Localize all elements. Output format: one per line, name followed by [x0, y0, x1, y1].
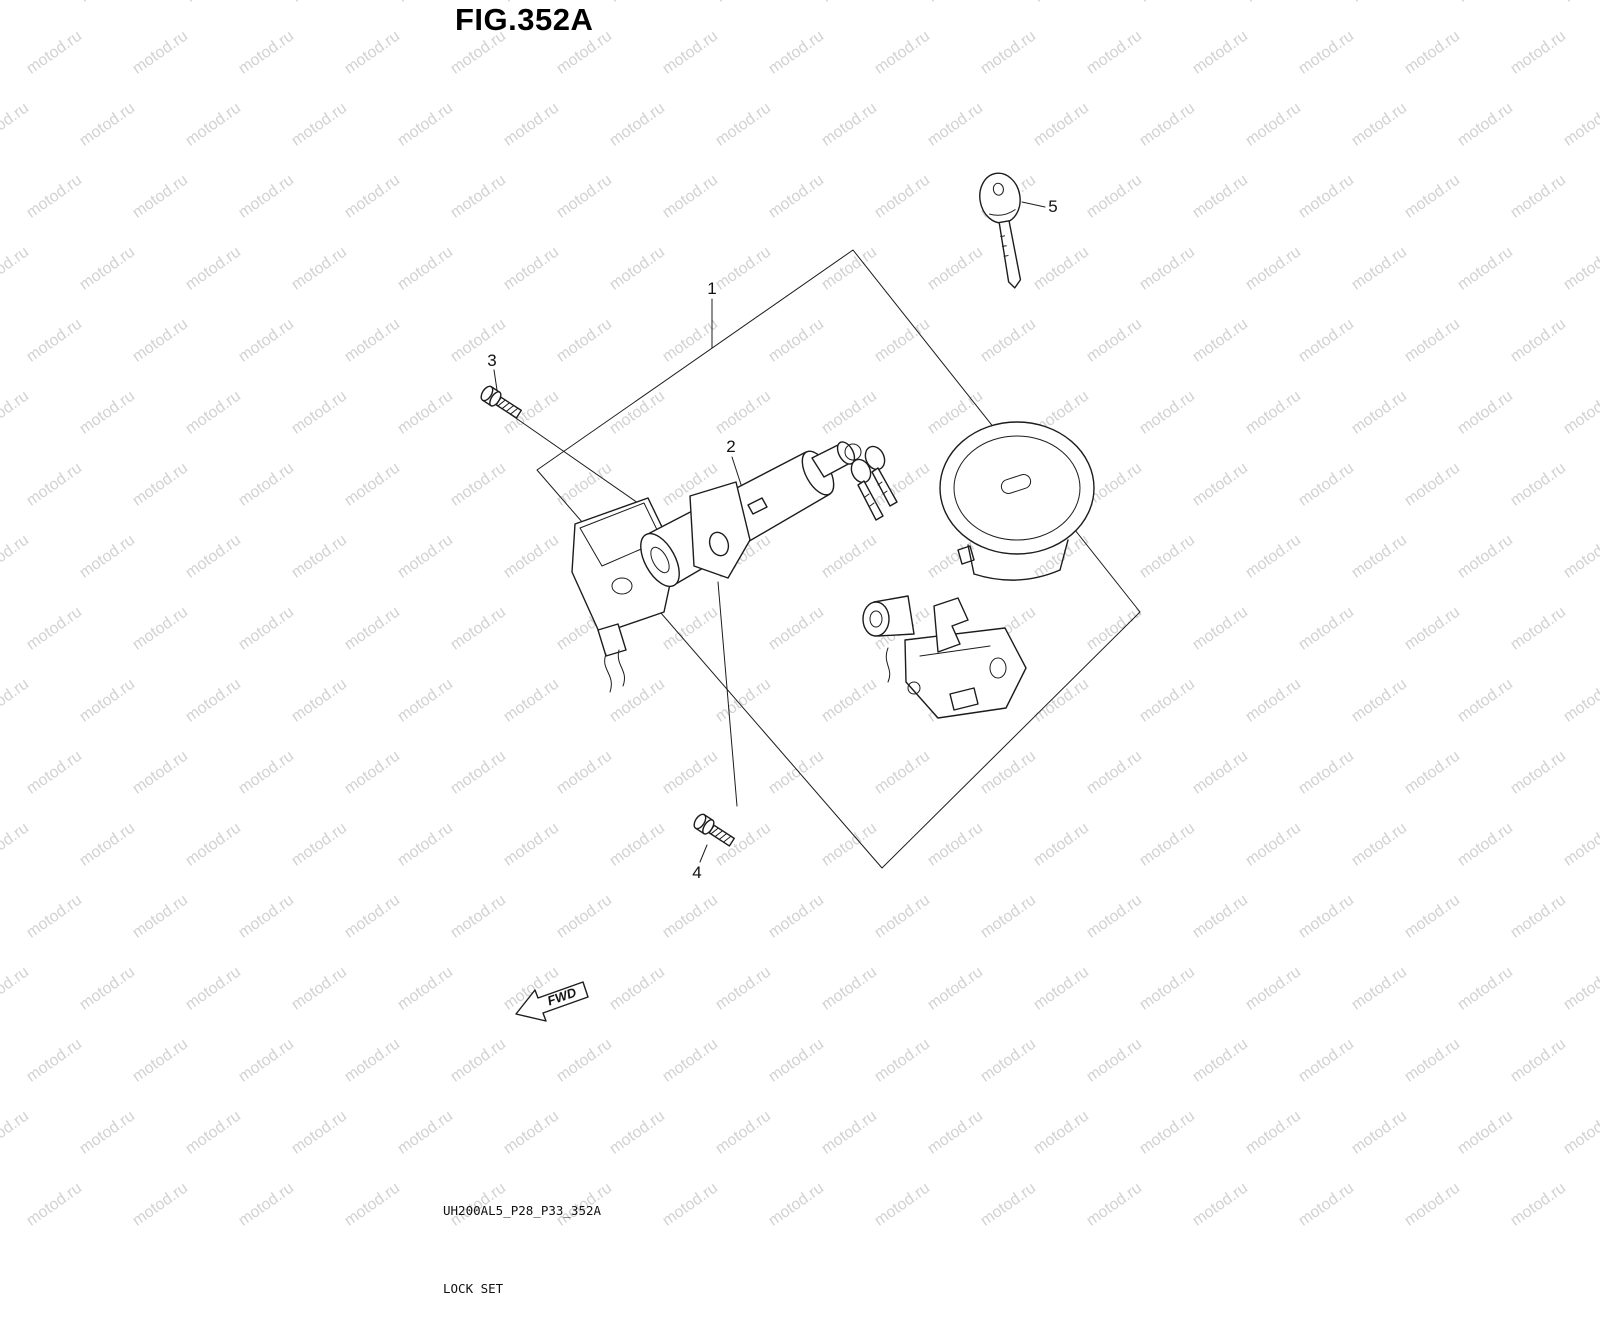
- callout-5: 5: [1048, 197, 1058, 216]
- leader-lines: [493, 201, 1046, 863]
- ignition-switch-drawing: [571, 441, 856, 693]
- seat-lock-drawing: [862, 595, 1027, 719]
- key-blank-drawing: [979, 172, 1022, 289]
- switch-keys-drawing: [844, 443, 898, 521]
- figure-title: FIG.352A: [455, 2, 594, 37]
- fuel-cap-drawing: [939, 421, 1095, 581]
- callout-3: 3: [487, 351, 497, 370]
- footer: UH200AL5_P28_P33_352A LOCK SET: [443, 1146, 601, 1328]
- footer-code: UH200AL5_P28_P33_352A: [443, 1203, 602, 1218]
- callout-2: 2: [726, 437, 736, 456]
- screw-4-drawing: [693, 813, 735, 847]
- callout-1: 1: [707, 279, 717, 298]
- callout-4: 4: [692, 863, 702, 882]
- fwd-arrow: FWD: [515, 981, 589, 1022]
- screw-3-drawing: [480, 385, 522, 419]
- parts-diagram: FWD: [480, 172, 1141, 1022]
- footer-caption: LOCK SET: [443, 1281, 504, 1296]
